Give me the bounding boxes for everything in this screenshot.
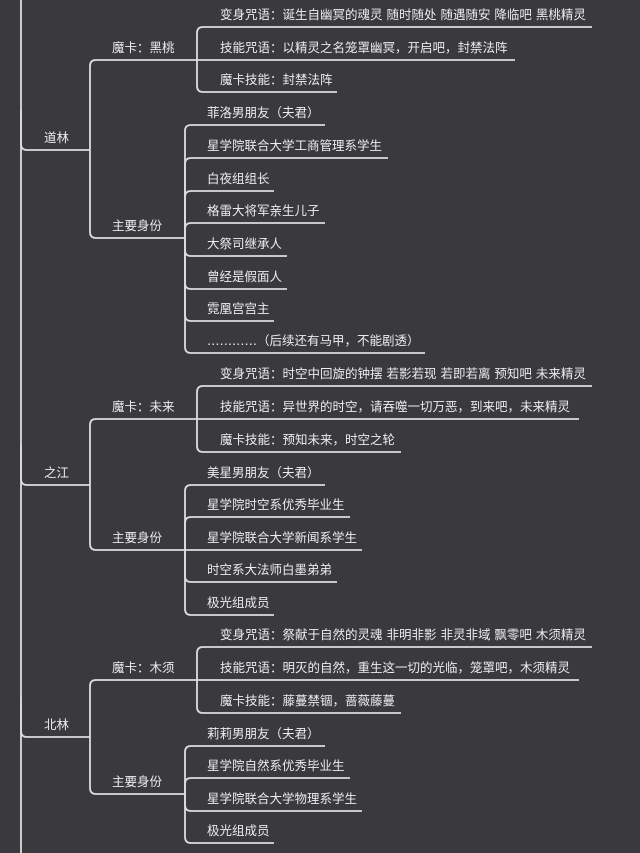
card-item: 技能咒语：以精灵之名笼罩幽冥，开启吧，封禁法阵	[220, 40, 508, 55]
identity-item: …………（后续还有马甲，不能剧透）	[207, 333, 420, 348]
identity-item-branch	[184, 484, 325, 550]
identity-item-branch	[184, 157, 388, 238]
card-node: 魔卡：木须	[112, 660, 175, 675]
identity-item-branch	[184, 794, 274, 844]
card-item: 魔卡技能：封禁法阵	[220, 72, 333, 87]
character-branch	[20, 697, 90, 738]
identity-item-branch	[184, 516, 350, 550]
card-item-branch	[196, 385, 592, 419]
character-node: 之江	[44, 465, 70, 480]
identity-item: 星学院联合大学工商管理系学生	[207, 138, 383, 153]
card-item: 变身咒语：时空中回旋的钟摆 若影若现 若即若离 预知吧 未来精灵	[220, 366, 586, 381]
card-item-branch	[196, 419, 401, 453]
identity-item-branch	[184, 550, 274, 616]
identity-item-branch	[184, 124, 325, 238]
identity-branch	[89, 737, 185, 795]
identity-item: 莉莉男朋友（夫君）	[207, 726, 320, 741]
card-branch	[89, 418, 197, 485]
identity-item: 霓凰宫宫主	[207, 301, 270, 316]
card-item-branch	[196, 26, 592, 60]
identity-item: 极光组成员	[207, 595, 270, 610]
card-item-branch	[196, 646, 592, 680]
identity-item-branch	[184, 222, 325, 238]
identity-node: 主要身份	[112, 774, 163, 789]
identity-item: 星学院联合大学新闻系学生	[207, 530, 358, 545]
character-branch	[20, 110, 90, 151]
card-node: 魔卡：黑桃	[112, 40, 175, 55]
identity-item: 美星男朋友（夫君）	[207, 465, 320, 480]
card-item: 变身咒语：诞生自幽冥的魂灵 随时随处 随遇随安 降临吧 黑桃精灵	[220, 7, 586, 22]
card-item-branch	[196, 680, 401, 714]
identity-item-branch	[184, 745, 325, 794]
identity-branch	[89, 150, 185, 239]
identity-item: 时空系大法师白墨弟弟	[207, 562, 333, 577]
identity-item: 白夜组组长	[207, 171, 270, 186]
identity-item: 星学院时空系优秀毕业生	[207, 497, 345, 512]
identity-item-branch	[184, 238, 425, 354]
card-item: 魔卡技能：预知未来，时空之轮	[220, 432, 396, 447]
card-item: 技能咒语：明灭的自然，重生这一切的光临，笼罩吧，木须精灵	[220, 660, 571, 675]
identity-node: 主要身份	[112, 530, 163, 545]
identity-item: 曾经是假面人	[207, 269, 283, 284]
card-branch	[89, 679, 197, 737]
identity-item-branch	[184, 190, 274, 238]
character-node: 道林	[44, 130, 70, 145]
identity-item: 大祭司继承人	[207, 236, 283, 251]
identity-item: 星学院自然系优秀毕业生	[207, 758, 345, 773]
identity-item: 格雷大将军亲生儿子	[207, 203, 320, 218]
card-item-branch	[196, 60, 337, 93]
identity-item: 极光组成员	[207, 823, 270, 838]
card-node: 魔卡：未来	[112, 399, 175, 414]
identity-node: 主要身份	[112, 218, 163, 233]
card-item: 技能咒语：异世界的时空，请吞噬一切万恶，到来吧，未来精灵	[220, 399, 571, 414]
character-branch	[20, 445, 90, 486]
identity-item: 菲洛男朋友（夫君）	[207, 105, 320, 120]
card-item: 变身咒语：祭献于自然的灵魂 非明非影 非灵非域 飘零吧 木须精灵	[220, 627, 586, 642]
card-branch	[89, 59, 197, 150]
identity-item-branch	[184, 777, 350, 794]
character-node: 北林	[44, 717, 70, 732]
identity-branch	[89, 485, 185, 551]
identity-item: 星学院联合大学物理系学生	[207, 791, 358, 806]
card-item: 魔卡技能：藤蔓禁锢，蔷薇藤蔓	[220, 693, 396, 708]
